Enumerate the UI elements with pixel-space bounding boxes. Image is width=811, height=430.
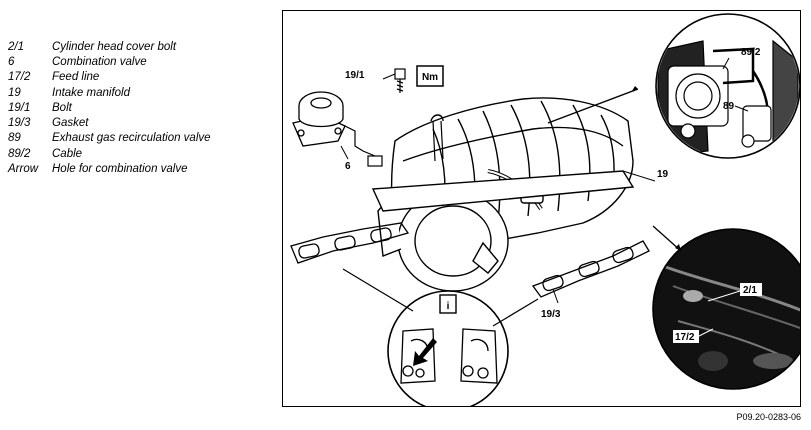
torque-symbol-box: Nm xyxy=(416,65,444,87)
hole-arrow-icon xyxy=(413,338,437,366)
feed-line-detail-inset: 2/1 17/2 xyxy=(652,228,800,390)
intake-manifold-illustration: Nm xyxy=(282,10,801,407)
legend-description: Bolt xyxy=(52,101,72,114)
legend-code: Arrow xyxy=(8,163,39,176)
legend-row: 89/2 Cable xyxy=(8,146,211,161)
legend-code: 19/3 xyxy=(8,117,31,130)
combination-valve-drawing xyxy=(292,91,346,147)
legend-code: 6 xyxy=(8,55,15,68)
cable-callout: 89/2 xyxy=(741,47,761,58)
parts-legend: 2/1 Cylinder head cover bolt 6 Combination… xyxy=(8,39,211,177)
legend-description: Cylinder head cover bolt xyxy=(52,40,177,53)
legend-code: 19 xyxy=(8,86,21,99)
head-cover-bolt-callout: 2/1 xyxy=(743,285,757,296)
legend-code: 17/2 xyxy=(8,71,31,84)
legend-description: Intake manifold xyxy=(52,86,130,99)
legend-row: Arrow Hole for combination valve xyxy=(8,161,211,176)
bolt-drawing xyxy=(394,68,406,93)
legend-row: 89 Exhaust gas recirculation valve xyxy=(8,131,211,146)
legend-row: 19 Intake manifold xyxy=(8,85,211,100)
figure-id: P09.20-0283-06 xyxy=(736,412,801,422)
egr-valve-callout: 89 xyxy=(723,101,735,112)
egr-detail-inset: 89/2 89 xyxy=(655,13,800,159)
legend-description: Cable xyxy=(52,147,83,160)
legend-code: 2/1 xyxy=(8,40,24,53)
gasket-drawing xyxy=(290,222,650,298)
intake-manifold-drawing xyxy=(371,97,635,292)
info-symbol: i xyxy=(447,301,450,312)
legend-row: 19/3 Gasket xyxy=(8,115,211,130)
legend-description: Hole for combination valve xyxy=(52,163,188,176)
bolt-callout: 19/1 xyxy=(345,70,365,81)
legend-row: 6 Combination valve xyxy=(8,54,211,69)
intake-manifold-callout: 19 xyxy=(657,169,669,180)
feed-line-callout: 17/2 xyxy=(675,332,695,343)
legend-code: 89/2 xyxy=(8,147,31,160)
legend-description: Exhaust gas recirculation valve xyxy=(52,132,211,145)
legend-code: 89 xyxy=(8,132,21,145)
legend-code: 19/1 xyxy=(8,101,31,114)
legend-description: Combination valve xyxy=(52,55,147,68)
legend-description: Feed line xyxy=(52,71,100,84)
torque-symbol: Nm xyxy=(422,72,438,83)
legend-row: 17/2 Feed line xyxy=(8,70,211,85)
illustration-canvas: Nm xyxy=(290,13,800,406)
legend-description: Gasket xyxy=(52,117,89,130)
legend-row: 19/1 Bolt xyxy=(8,100,211,115)
gasket-callout: 19/3 xyxy=(541,309,561,320)
gasket-hole-detail-inset: i xyxy=(387,290,509,406)
legend-row: 2/1 Cylinder head cover bolt xyxy=(8,39,211,54)
combination-valve-callout: 6 xyxy=(345,161,351,172)
